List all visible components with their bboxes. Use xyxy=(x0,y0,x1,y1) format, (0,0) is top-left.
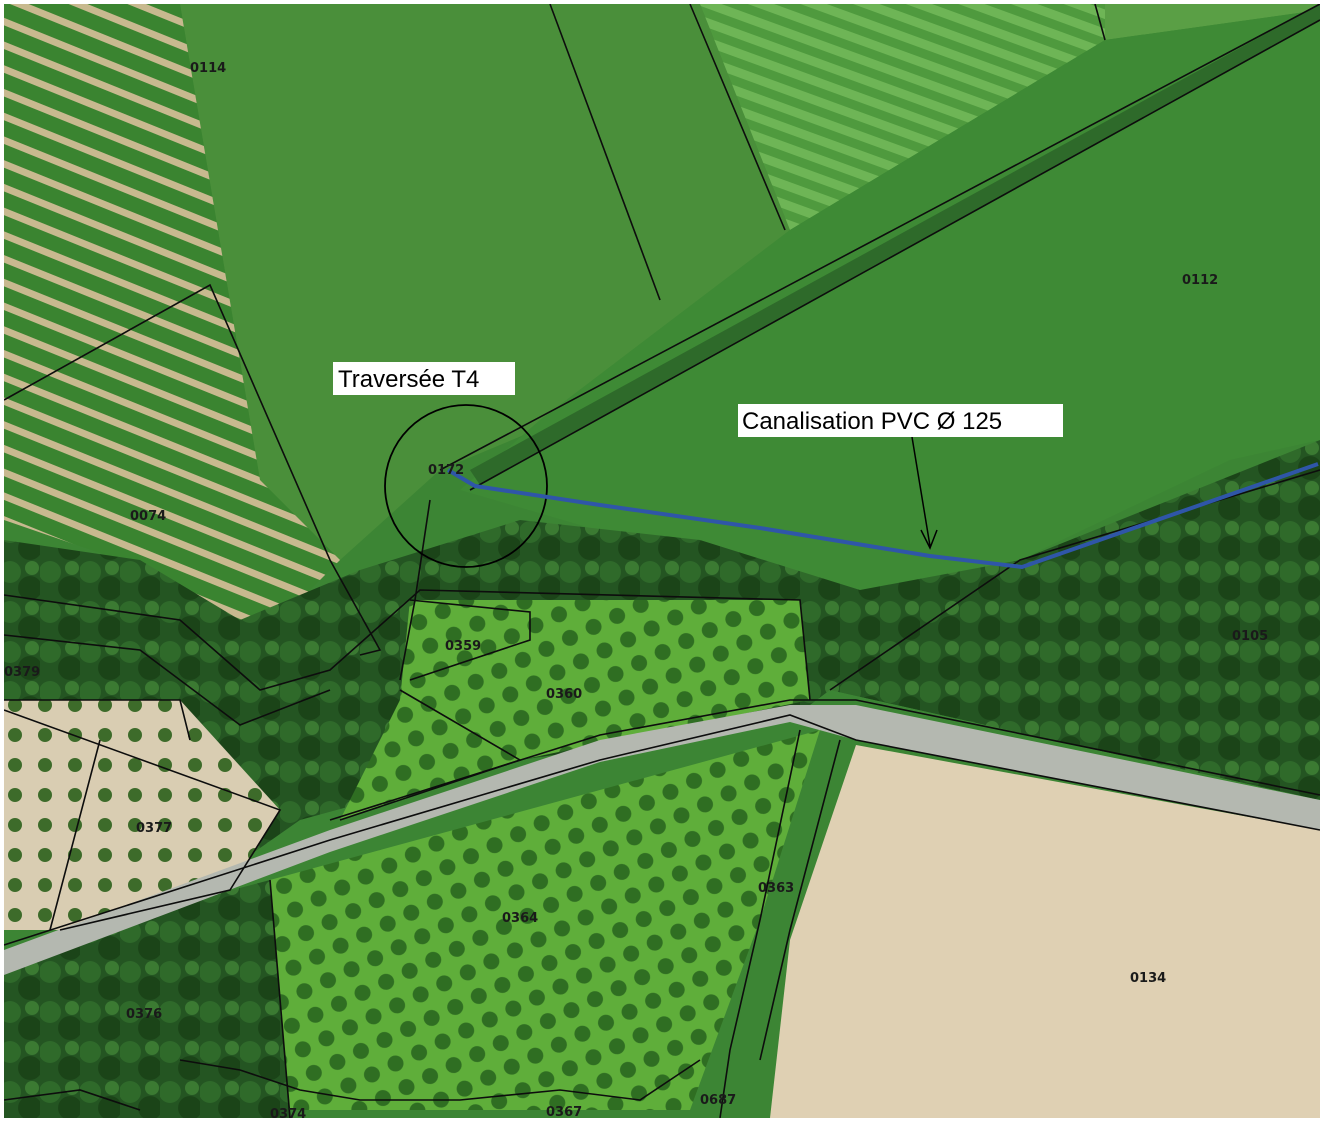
parcel-label-0114: 0114 xyxy=(190,61,226,76)
parcel-label-0687: 0687 xyxy=(700,1093,736,1108)
annotation-crossing: Traversée T4 xyxy=(333,362,515,395)
annotation-pipe: Canalisation PVC Ø 125 xyxy=(738,404,1063,437)
parcel-label-crossing: 0172 xyxy=(428,463,464,478)
parcel-label-0359: 0359 xyxy=(445,639,481,654)
parcel-label-0360: 0360 xyxy=(546,687,582,702)
terrain xyxy=(4,4,1320,1118)
pipe-line[interactable] xyxy=(446,462,1319,569)
callout-arrowhead xyxy=(920,529,938,550)
parcel-label-0363: 0363 xyxy=(758,881,794,896)
parcel-label-0367: 0367 xyxy=(546,1105,582,1120)
parcel-label-0379: 0379 xyxy=(4,665,40,680)
parcel-label-0112: 0112 xyxy=(1182,273,1218,288)
pipe-label: Canalisation PVC Ø 125 xyxy=(742,408,1002,435)
crossing-circle xyxy=(384,404,548,568)
parcel-label-0376: 0376 xyxy=(126,1007,162,1022)
parcel-label-0134: 0134 xyxy=(1130,971,1166,986)
callout-arrow-line xyxy=(911,436,931,547)
parcel-boundaries xyxy=(3,3,1321,1119)
parcel-label-0105: 0105 xyxy=(1232,629,1268,644)
parcel-label-0364: 0364 xyxy=(502,911,538,926)
parcel-label-0377: 0377 xyxy=(136,821,172,836)
parcel-label-0074: 0074 xyxy=(130,509,166,524)
crossing-label: Traversée T4 xyxy=(338,366,479,393)
